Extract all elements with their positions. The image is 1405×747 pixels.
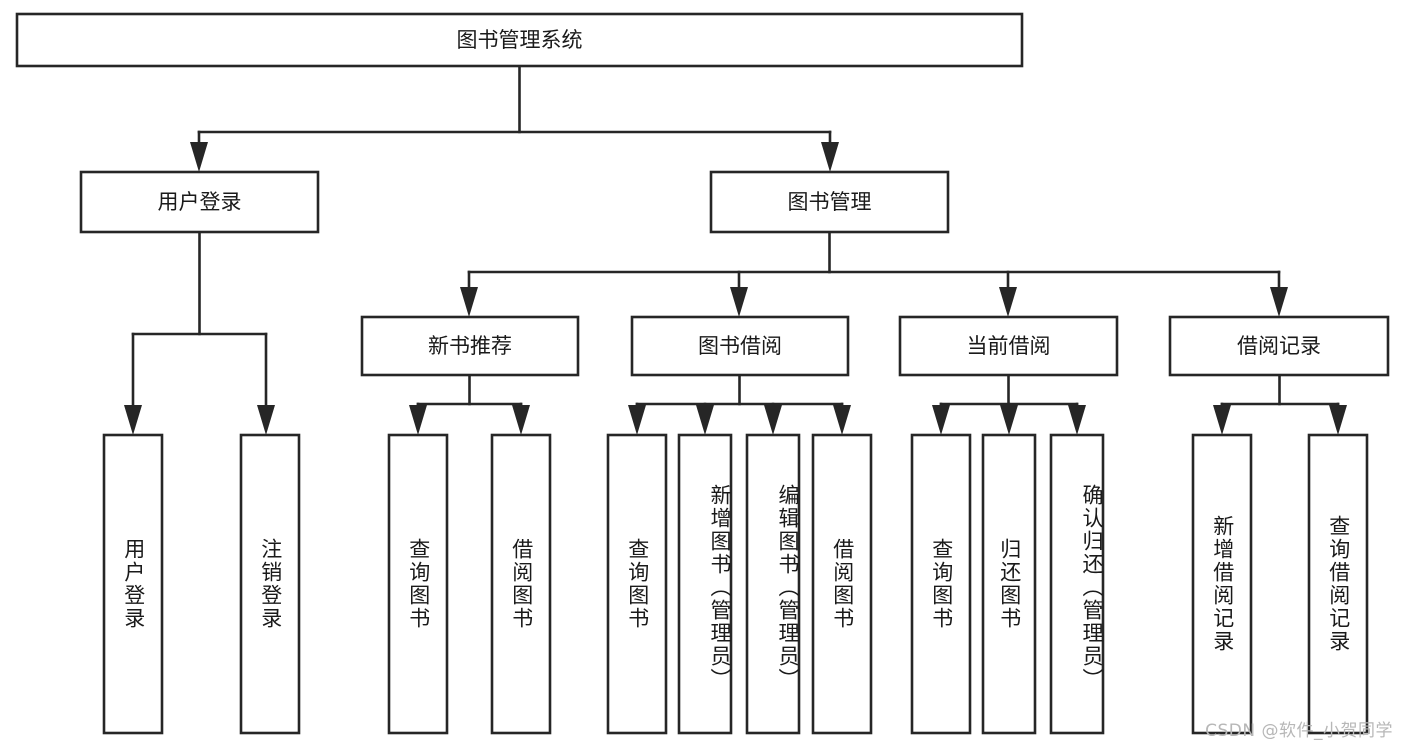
node-box-leaf-edit-book[interactable] bbox=[745, 433, 801, 735]
node-label-root: 图书管理系统 bbox=[457, 28, 583, 52]
arrow-head-leaf-user-logout bbox=[257, 405, 275, 435]
node-box-current-borrow[interactable] bbox=[898, 315, 1119, 377]
arrow-head-user-login bbox=[190, 142, 208, 172]
arrow-head-leaf-query-record bbox=[1329, 405, 1347, 435]
arrow-head-leaf-borrow-book-1 bbox=[512, 405, 530, 435]
arrow-head-leaf-query-book-2 bbox=[628, 405, 646, 435]
arrow-head-leaf-user-login bbox=[124, 405, 142, 435]
watermark-text: CSDN @软件_小贺同学 bbox=[1205, 721, 1393, 741]
arrow-head-leaf-query-book-1 bbox=[409, 405, 427, 435]
node-box-book-borrow[interactable] bbox=[630, 315, 850, 377]
node-box-leaf-user-login[interactable] bbox=[102, 433, 164, 735]
node-label-borrow-record: 借阅记录 bbox=[1237, 334, 1321, 358]
arrow-head-borrow-record bbox=[1270, 287, 1288, 317]
node-box-leaf-query-book-2[interactable] bbox=[606, 433, 668, 735]
arrow-head-new-book-recommend bbox=[460, 287, 478, 317]
node-box-book-manage[interactable] bbox=[709, 170, 950, 234]
node-box-new-book-recommend[interactable] bbox=[360, 315, 580, 377]
arrow-head-book-borrow bbox=[730, 287, 748, 317]
node-box-leaf-query-record[interactable] bbox=[1307, 433, 1369, 735]
node-box-leaf-query-book-3[interactable] bbox=[910, 433, 972, 735]
connector-group-book-manage bbox=[460, 230, 1288, 317]
arrow-head-leaf-query-book-3 bbox=[932, 405, 950, 435]
arrow-head-leaf-return-book bbox=[1000, 405, 1018, 435]
node-box-leaf-add-record[interactable] bbox=[1191, 433, 1253, 735]
connector-group-user-login bbox=[124, 230, 275, 435]
node-label-new-book-recommend: 新书推荐 bbox=[428, 334, 512, 358]
connector-group-root bbox=[190, 64, 839, 172]
node-box-root[interactable] bbox=[15, 12, 1024, 68]
arrow-head-book-manage bbox=[821, 142, 839, 172]
arrow-head-leaf-add-record bbox=[1213, 405, 1231, 435]
node-box-leaf-borrow-book-2[interactable] bbox=[811, 433, 873, 735]
node-box-leaf-add-book[interactable] bbox=[677, 433, 733, 735]
connector-group-new-book-recommend bbox=[409, 373, 530, 435]
arrow-head-leaf-add-book bbox=[696, 405, 714, 435]
node-box-leaf-borrow-book-1[interactable] bbox=[490, 433, 552, 735]
arrow-head-leaf-borrow-book-2 bbox=[833, 405, 851, 435]
node-label-user-login: 用户登录 bbox=[158, 190, 242, 214]
node-label-book-manage: 图书管理 bbox=[788, 190, 872, 214]
arrow-head-current-borrow bbox=[999, 287, 1017, 317]
node-box-user-login[interactable] bbox=[79, 170, 320, 234]
arrow-head-leaf-confirm-return bbox=[1068, 405, 1086, 435]
connector-group-borrow-record bbox=[1213, 373, 1347, 435]
connector-group-book-borrow bbox=[628, 373, 851, 435]
node-box-borrow-record[interactable] bbox=[1168, 315, 1390, 377]
node-label-current-borrow: 当前借阅 bbox=[967, 334, 1051, 358]
node-label-book-borrow: 图书借阅 bbox=[698, 334, 782, 358]
arrow-head-leaf-edit-book bbox=[764, 405, 782, 435]
node-box-leaf-query-book-1[interactable] bbox=[387, 433, 449, 735]
connector-group-current-borrow bbox=[932, 373, 1086, 435]
node-box-leaf-confirm-return[interactable] bbox=[1049, 433, 1105, 735]
node-box-leaf-user-logout[interactable] bbox=[239, 433, 301, 735]
node-box-leaf-return-book[interactable] bbox=[981, 433, 1037, 735]
